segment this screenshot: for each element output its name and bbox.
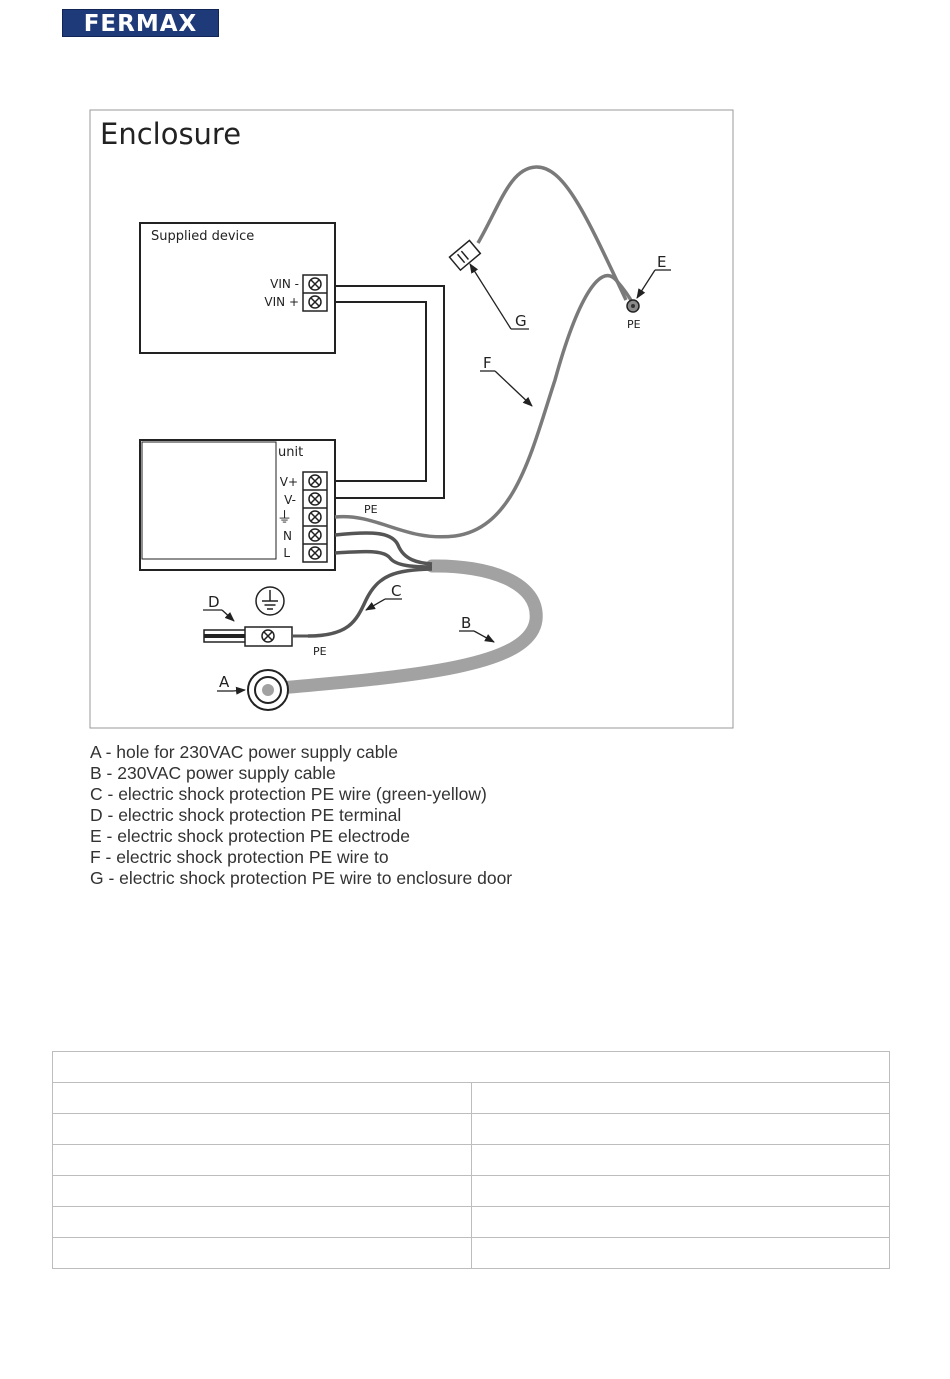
- terminal-label-vin-plus: VIN +: [264, 295, 299, 309]
- earth-symbol-icon: [255, 586, 285, 616]
- terminal-screw-icon: [308, 510, 322, 524]
- terminal-label-vin-minus: VIN -: [270, 277, 299, 291]
- pe-electrode-label: PE: [627, 318, 641, 331]
- cable-hole-a: [247, 669, 289, 711]
- callout-c: C: [391, 582, 401, 600]
- ground-symbol-icon: ⏚: [277, 508, 292, 526]
- callout-arrow: [469, 263, 512, 330]
- pe-electrode-e: [626, 299, 640, 313]
- table-cell: [52, 1144, 472, 1176]
- power-unit-label: unit: [278, 445, 303, 460]
- callout-a: A: [219, 673, 230, 691]
- callout-b: B: [461, 614, 471, 632]
- empty-spec-table: [52, 1051, 890, 1269]
- legend-item-b: B - 230VAC power supply cable: [90, 763, 336, 783]
- legend-item-d: D - electric shock protection PE termina…: [90, 805, 402, 825]
- enclosure-frame: [89, 109, 734, 729]
- mains-cable-b: [261, 559, 543, 696]
- table-cell: [52, 1051, 890, 1083]
- fermax-logo: FERMAX: [62, 9, 219, 37]
- table-cell: [470, 1175, 890, 1207]
- table-cell: [52, 1082, 472, 1114]
- table-row: [52, 1144, 890, 1176]
- door-connector-g: [448, 239, 482, 272]
- legend-item-f: F - electric shock protection PE wire to: [90, 847, 389, 867]
- diagram-legend: A - hole for 230VAC power supply cable B…: [90, 742, 512, 889]
- legend-item-e: E - electric shock protection PE electro…: [90, 826, 411, 846]
- callout-e: E: [657, 253, 666, 271]
- pe-wire-g: [476, 165, 628, 301]
- terminal-screw-icon: [308, 546, 322, 560]
- terminal-label-l: L: [283, 546, 290, 560]
- table-row: [52, 1175, 890, 1207]
- power-unit-box: [139, 439, 336, 571]
- terminal-label-v-minus: V-: [284, 493, 296, 507]
- table-cell: [470, 1206, 890, 1238]
- terminal-screw-icon: [308, 277, 322, 291]
- terminal-label-v-plus: V+: [280, 475, 298, 489]
- table-cell: [470, 1082, 890, 1114]
- terminal-screw-icon: [308, 492, 322, 506]
- callout-arrow: [636, 269, 656, 299]
- callout-d: D: [208, 593, 220, 611]
- legend-item-c: C - electric shock protection PE wire (g…: [90, 784, 487, 804]
- table-row: [52, 1206, 890, 1238]
- callout-f: F: [483, 354, 492, 372]
- conductor-l: [334, 549, 433, 569]
- table-cell: [52, 1237, 472, 1269]
- table-cell: [470, 1144, 890, 1176]
- dc-wire-vin-minus: [335, 285, 445, 499]
- supplied-device-label: Supplied device: [151, 229, 254, 244]
- supplied-device-box: [139, 222, 336, 354]
- legend-item-a: A - hole for 230VAC power supply cable: [90, 742, 399, 762]
- legend-item-g: G - electric shock protection PE wire to…: [90, 868, 513, 888]
- table-cell: [470, 1237, 890, 1269]
- table-header-row: [52, 1051, 890, 1083]
- pe-terminal-d: [203, 626, 308, 647]
- callout-arrow: [365, 598, 386, 611]
- table-cell: [52, 1175, 472, 1207]
- pe-terminal-label: PE: [313, 645, 327, 658]
- terminal-label-n: N: [283, 529, 292, 543]
- terminal-screw-icon: [261, 629, 275, 643]
- callout-arrow: [221, 609, 235, 622]
- terminal-screw-icon: [308, 295, 322, 309]
- table-row: [52, 1082, 890, 1114]
- supplied-device-terminal-block: [302, 274, 328, 312]
- table-cell: [52, 1113, 472, 1145]
- table-cell: [52, 1206, 472, 1238]
- enclosure-title: Enclosure: [100, 117, 241, 151]
- enclosure-wiring-diagram: Enclosure Supplied device VIN - VIN + un…: [89, 109, 734, 729]
- pe-wire-label: PE: [364, 503, 378, 516]
- table-row: [52, 1113, 890, 1145]
- callout-arrow: [473, 630, 495, 643]
- pe-wire-c: [307, 567, 433, 638]
- terminal-screw-icon: [308, 528, 322, 542]
- table-row: [52, 1237, 890, 1269]
- callout-arrow: [232, 686, 246, 695]
- callout-arrow: [494, 370, 533, 407]
- terminal-screw-icon: [308, 474, 322, 488]
- power-unit-inner-panel: [141, 441, 277, 560]
- table-cell: [470, 1113, 890, 1145]
- dc-wire-vin-plus: [335, 301, 427, 482]
- callout-g: G: [515, 312, 527, 330]
- power-unit-terminal-block: [302, 471, 328, 563]
- conductor-n: [334, 531, 433, 566]
